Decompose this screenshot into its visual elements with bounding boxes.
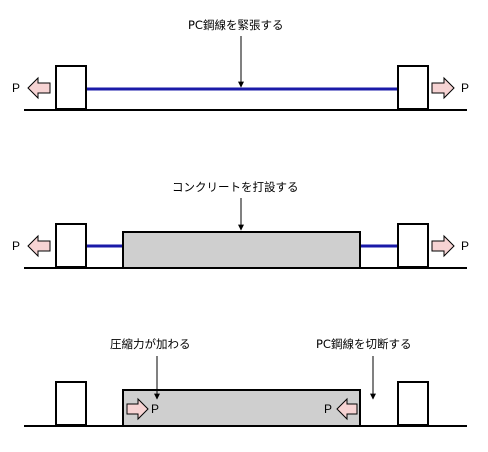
left-force-arrow bbox=[27, 76, 51, 100]
right-compression-arrow bbox=[336, 397, 358, 421]
compression-label-left: P bbox=[151, 402, 160, 416]
caption-compression: 圧縮力が加わる bbox=[110, 337, 191, 351]
left-abutment bbox=[55, 381, 87, 426]
left-abutment bbox=[55, 65, 87, 110]
right-abutment bbox=[397, 65, 429, 110]
left-compression-arrow bbox=[126, 397, 149, 421]
concrete-member bbox=[122, 389, 361, 427]
left-force-arrow bbox=[27, 234, 51, 258]
right-force-arrow bbox=[431, 76, 455, 100]
panel-1 bbox=[24, 36, 467, 111]
right-force-arrow bbox=[431, 234, 455, 258]
force-label-right: P bbox=[461, 81, 470, 95]
force-label-left: P bbox=[12, 81, 21, 95]
right-abutment bbox=[397, 381, 429, 426]
panel-3 bbox=[24, 356, 467, 427]
right-abutment bbox=[397, 223, 429, 268]
caption-cut-tendon: PC鋼線を切断する bbox=[316, 337, 412, 351]
left-abutment bbox=[55, 223, 87, 268]
force-label-left: P bbox=[12, 239, 21, 253]
compression-label-right: P bbox=[324, 402, 333, 416]
panel-2 bbox=[24, 198, 467, 269]
force-label-right: P bbox=[461, 239, 470, 253]
concrete-member bbox=[122, 231, 361, 269]
caption-tension: PC鋼線を緊張する bbox=[188, 18, 284, 32]
caption-cast-concrete: コンクリートを打設する bbox=[172, 180, 299, 194]
